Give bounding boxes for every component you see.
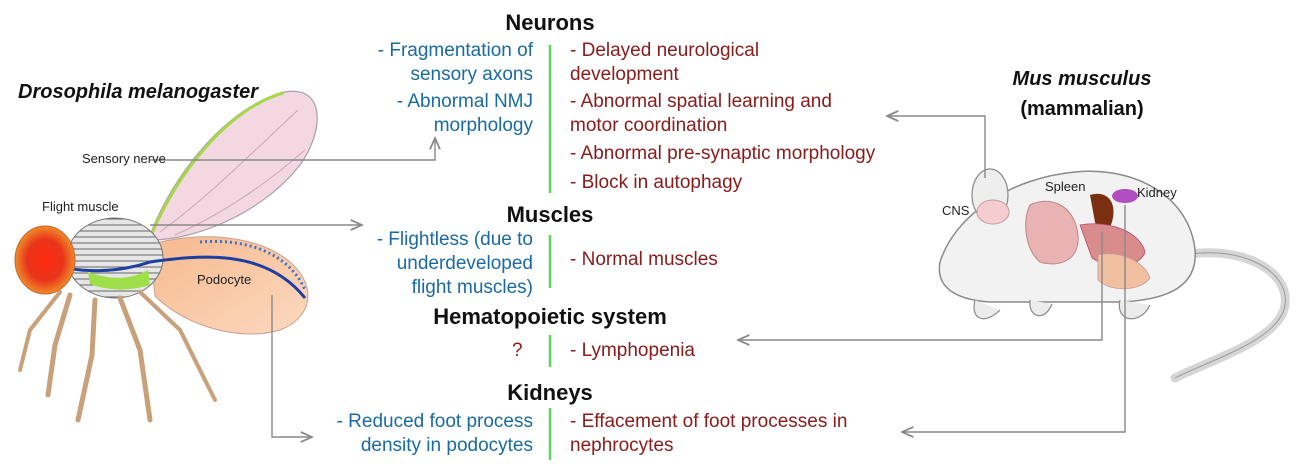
fly-hematopoietic-item: ? <box>512 340 523 361</box>
connector-arrows <box>150 116 1126 437</box>
mouse-lungs <box>1025 200 1079 265</box>
fly-nerve-line <box>44 255 307 299</box>
fly-abdomen <box>149 236 309 335</box>
mouse-neuron-item: - Delayed neurological development <box>570 40 760 85</box>
arrow-podocyte <box>271 295 312 437</box>
mouse-spleen <box>1090 193 1114 231</box>
podocyte-dots <box>199 239 307 291</box>
mouse-kidney-item: - Effacement of foot processes in nephro… <box>570 411 848 456</box>
arrow-kidney <box>902 205 1126 432</box>
label-flight-muscle: Flight muscle <box>42 199 119 214</box>
label-kidney: Kidney <box>1137 185 1177 200</box>
fly-neuron-item: - Fragmentation of sensory axons <box>377 40 533 85</box>
fly-title: Drosophila melanogaster <box>18 81 259 103</box>
heading-kidneys: Kidneys <box>507 380 593 405</box>
heading-hematopoietic: Hematopoietic system <box>433 304 667 329</box>
mouse-cns <box>976 199 1010 225</box>
fly-neuron-item: - Abnormal NMJ morphology <box>396 91 533 136</box>
fly-kidney-item: - Reduced foot process density in podocy… <box>336 411 533 456</box>
mouse-intestine <box>1097 253 1151 290</box>
mouse-illustration <box>938 168 1290 383</box>
arrow-cns <box>887 116 986 178</box>
mouse-subtitle: (mammalian) <box>1020 98 1144 120</box>
arrow-sensory-nerve <box>150 138 435 161</box>
heading-muscles: Muscles <box>506 202 594 227</box>
mouse-neuron-item: - Block in autophagy <box>570 172 743 193</box>
arrow-spleen <box>738 232 1103 340</box>
mouse-kidney <box>1112 189 1138 203</box>
mouse-hematopoietic-item: - Lymphopenia <box>570 340 695 361</box>
mouse-title: Mus musculus <box>1012 68 1152 90</box>
fly-muscle-item: - Flightless (due to underdeveloped flig… <box>376 229 533 298</box>
mouse-neuron-item: - Abnormal pre-synaptic morphology <box>570 143 876 164</box>
sensory-nerve-line <box>148 91 284 239</box>
fly-wing <box>149 90 318 241</box>
fly-illustration <box>14 90 318 423</box>
mouse-neuron-item: - Abnormal spatial learning and motor co… <box>570 91 832 136</box>
mouse-muscle-item: - Normal muscles <box>570 249 718 270</box>
heading-neurons: Neurons <box>505 10 595 35</box>
label-cns: CNS <box>942 203 970 218</box>
label-podocyte: Podocyte <box>197 272 252 287</box>
fly-eye <box>14 225 76 295</box>
label-spleen: Spleen <box>1045 179 1086 194</box>
label-sensory-nerve: Sensory nerve <box>82 151 166 166</box>
